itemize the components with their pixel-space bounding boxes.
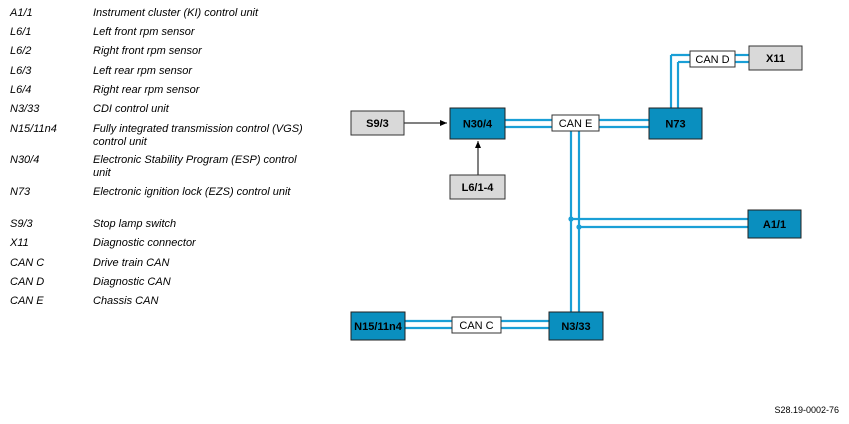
l6-1-4-label: L6/1-4 — [462, 182, 495, 194]
x11-box: X11 — [748, 45, 803, 71]
n73-label: N73 — [665, 119, 685, 131]
junction-dot — [568, 216, 574, 222]
x11-label: X11 — [766, 53, 785, 65]
l6-1-4-box: L6/1-4 — [449, 174, 506, 200]
can-c-label-box: CAN C — [451, 316, 502, 334]
s9-3-label: S9/3 — [366, 118, 389, 130]
n73-box: N73 — [648, 107, 703, 140]
can-c-label: CAN C — [459, 320, 493, 332]
n30-4-box: N30/4 — [449, 107, 506, 140]
a1-1-label: A1/1 — [763, 219, 786, 231]
n30-4-label: N30/4 — [463, 119, 493, 131]
n3-33-label: N3/33 — [561, 321, 590, 333]
can-d-bus — [669, 53, 749, 108]
can-e-label-box: CAN E — [551, 114, 600, 132]
can-e-label: CAN E — [559, 118, 593, 130]
can-e-bus — [505, 118, 748, 312]
document-number: S28.19-0002-76 — [774, 405, 839, 415]
a1-1-box: A1/1 — [747, 209, 802, 239]
n15-11n4-box: N15/11n4 — [350, 311, 406, 341]
can-c-bus — [405, 319, 549, 330]
can-d-label: CAN D — [695, 54, 729, 66]
n15-11n4-label: N15/11n4 — [354, 321, 403, 333]
can-d-label-box: CAN D — [689, 50, 736, 68]
s9-3-box: S9/3 — [350, 110, 405, 136]
n3-33-box: N3/33 — [548, 311, 604, 341]
junction-dot — [576, 224, 582, 230]
